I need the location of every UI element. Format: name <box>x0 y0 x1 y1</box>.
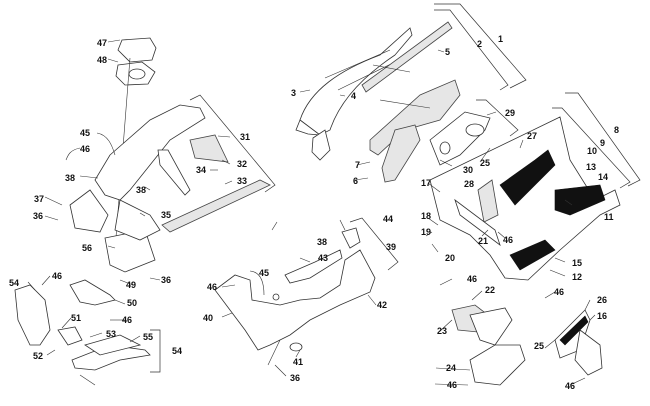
callout-28: 28 <box>464 179 475 189</box>
callout-12: 12 <box>572 272 583 282</box>
bracket-8-9 <box>476 92 641 189</box>
callout-48: 48 <box>97 55 108 65</box>
callout-49: 49 <box>126 280 137 290</box>
callout-18: 18 <box>421 211 432 221</box>
callout-45-belly: 45 <box>259 268 270 278</box>
callout-20: 20 <box>445 253 456 263</box>
callout-25-upper: 25 <box>480 158 491 168</box>
callout-54-left: 54 <box>9 278 20 288</box>
callout-44: 44 <box>383 214 394 224</box>
callout-46-right-top: 46 <box>554 287 565 297</box>
callout-46-grille-top: 46 <box>467 274 478 284</box>
callout-39: 39 <box>386 242 397 252</box>
callout-46-grille-bottom: 46 <box>447 380 458 390</box>
callout-50: 50 <box>127 298 138 308</box>
callout-31: 31 <box>240 132 251 142</box>
callout-43: 43 <box>318 253 329 263</box>
hood-panel-assembly <box>295 21 461 183</box>
callout-46-right-bottom: 46 <box>565 381 576 391</box>
callout-2: 2 <box>477 39 483 49</box>
callout-54-right: 54 <box>172 346 183 356</box>
callout-13: 13 <box>586 162 597 172</box>
callout-22: 22 <box>485 285 496 295</box>
callout-42: 42 <box>377 300 388 310</box>
callout-38-belly: 38 <box>317 237 328 247</box>
callout-51: 51 <box>71 313 82 323</box>
callout-37: 37 <box>34 194 45 204</box>
leader-lines <box>27 39 596 386</box>
callout-15: 15 <box>572 258 583 268</box>
callout-53: 53 <box>106 329 117 339</box>
callout-16: 16 <box>597 311 608 321</box>
callout-23: 23 <box>437 326 448 336</box>
callout-19: 19 <box>421 227 432 237</box>
callout-25-lower: 25 <box>534 341 545 351</box>
callout-4: 4 <box>351 91 357 101</box>
lower-right-parts <box>451 304 603 386</box>
side-panel-assembly <box>429 111 621 281</box>
callout-1: 1 <box>498 34 504 44</box>
callout-24: 24 <box>446 363 457 373</box>
callout-32: 32 <box>237 159 248 169</box>
callout-46-upper-left: 46 <box>80 144 91 154</box>
callout-46-lower-left: 46 <box>52 271 63 281</box>
callout-56: 56 <box>82 243 93 253</box>
callout-11: 11 <box>604 212 614 222</box>
callout-5: 5 <box>445 47 451 57</box>
callout-46-panel: 46 <box>122 315 133 325</box>
callout-38-center: 38 <box>136 185 147 195</box>
callout-14: 14 <box>598 172 609 182</box>
callout-46-side-panel: 46 <box>503 235 514 245</box>
callout-33: 33 <box>237 176 248 186</box>
callout-45-upper: 45 <box>80 128 91 138</box>
callout-46-belly: 46 <box>207 282 218 292</box>
callout-26: 26 <box>597 295 608 305</box>
bracket-39 <box>349 217 399 271</box>
callout-9: 9 <box>600 138 606 148</box>
callout-29: 29 <box>505 108 516 118</box>
callout-38-left: 38 <box>65 173 76 183</box>
bracket-54 <box>150 329 161 373</box>
callout-6: 6 <box>353 176 359 186</box>
callout-36-bottom: 36 <box>290 373 301 383</box>
bracket-31 <box>189 94 276 193</box>
callout-21: 21 <box>478 236 489 246</box>
callout-30: 30 <box>463 165 474 175</box>
callout-10: 10 <box>587 146 598 156</box>
callout-7: 7 <box>355 160 361 170</box>
bracket-1-2 <box>434 3 527 91</box>
belly-pan-assembly <box>214 227 376 366</box>
callout-55: 55 <box>143 332 154 342</box>
callout-47: 47 <box>97 38 108 48</box>
callout-36-center: 36 <box>161 275 172 285</box>
lower-left-parts <box>14 279 151 386</box>
callout-34: 34 <box>196 165 207 175</box>
callout-41: 41 <box>293 357 304 367</box>
callout-8: 8 <box>614 125 620 135</box>
callout-17: 17 <box>421 178 432 188</box>
callout-3: 3 <box>291 88 297 98</box>
callout-36-left: 36 <box>33 211 44 221</box>
callout-35: 35 <box>161 210 172 220</box>
front-frame-assembly <box>69 37 271 273</box>
callout-52: 52 <box>33 351 44 361</box>
callout-27: 27 <box>527 131 538 141</box>
callout-40: 40 <box>203 313 214 323</box>
